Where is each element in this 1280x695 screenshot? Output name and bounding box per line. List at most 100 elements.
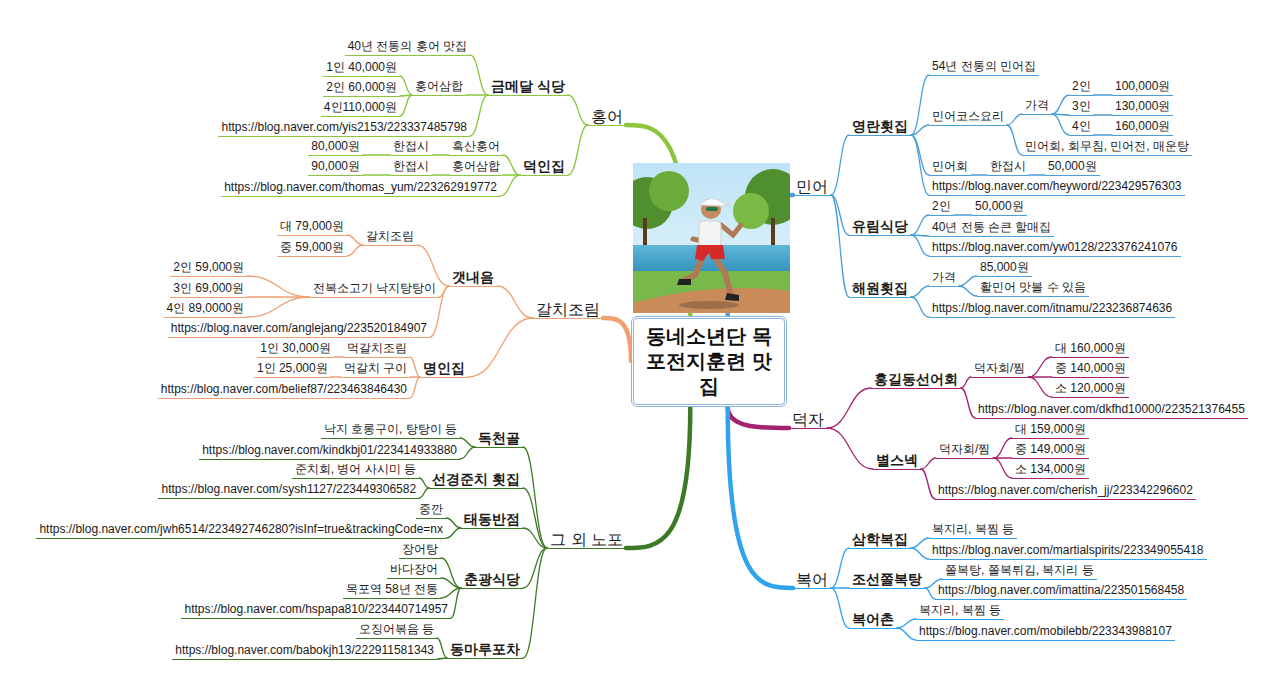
topic-node: 2인 — [929, 199, 954, 216]
branch-line — [831, 135, 849, 195]
branch-node: 복어 — [793, 572, 831, 589]
branch-line — [523, 528, 547, 548]
topic-node: 가격 — [929, 270, 959, 287]
topic-text: 소 134,000원 — [1015, 462, 1086, 476]
topic-node: 소 120,000원 — [1052, 381, 1129, 398]
topic-text: 장어탕 — [402, 542, 438, 556]
restaurant-node: 복어촌 — [849, 612, 897, 629]
topic-text: 민어회, 회무침, 민어전, 매운탕 — [1025, 139, 1189, 153]
topic-text: 홍길동선어회 — [874, 371, 958, 387]
restaurant-node: 유림식당 — [849, 219, 911, 236]
topic-node: 40년 전통 손큰 할매집 — [929, 220, 1054, 237]
topic-text: 중 149,000원 — [1015, 442, 1086, 456]
topic-text: https://blog.naver.com/cherish_jj/223342… — [938, 483, 1193, 497]
topic-node: 1인 25,000원 — [254, 361, 331, 378]
branch-line — [419, 478, 429, 488]
topic-node: 덕자회/찜 — [936, 442, 993, 459]
topic-node: 중깐 — [416, 502, 446, 519]
branch-line — [1094, 134, 1112, 135]
topic-text: https://blog.naver.com/martialspirits/22… — [932, 543, 1204, 557]
topic-node: 갈치조림 — [363, 229, 417, 246]
topic-text: https://blog.naver.com/jwh6514/223492746… — [39, 522, 443, 536]
branch-line — [334, 356, 344, 357]
topic-text: 선경준치 횟집 — [432, 471, 520, 487]
branch-line — [460, 438, 475, 447]
topic-text: 90,000원 — [311, 159, 360, 173]
topic-node: https://blog.naver.com/cherish_jj/223342… — [935, 483, 1196, 500]
branch-line — [911, 286, 929, 297]
branch-line — [410, 357, 420, 377]
branch-line — [460, 447, 475, 459]
topic-node: 40년 전통의 홍어 맛집 — [345, 39, 470, 56]
branch-line — [400, 95, 412, 116]
topic-text: 준치회, 병어 사시미 등 — [295, 462, 416, 476]
topic-node: 1인 30,000원 — [257, 341, 334, 358]
topic-text: https://blog.naver.com/itnamu/2232368746… — [932, 301, 1172, 315]
topic-text: 대 160,000원 — [1055, 341, 1126, 355]
branch-line — [1052, 95, 1069, 114]
topic-node: 대 79,000원 — [277, 219, 347, 236]
branch-line — [470, 95, 488, 136]
topic-text: 쫄복탕, 쫄복튀김, 복지리 등 — [945, 563, 1094, 577]
topic-text: https://blog.naver.com/thomas_yum/223262… — [224, 180, 497, 194]
topic-text: 홍어 — [591, 108, 623, 125]
branch-line — [419, 488, 429, 498]
topic-text: 54년 전통의 민어집 — [932, 59, 1036, 73]
branch-line — [347, 235, 363, 245]
topic-node: 54년 전통의 민어집 — [929, 59, 1039, 76]
restaurant-node: 춘광식당 — [461, 572, 523, 589]
topic-text: 100,000원 — [1115, 79, 1170, 93]
topic-text: https://blog.naver.com/yis2153/223337485… — [221, 120, 467, 134]
topic-text: 130,000원 — [1115, 99, 1170, 113]
restaurant-node: 해원횟집 — [849, 281, 911, 298]
topic-text: 삼학복집 — [852, 531, 908, 547]
topic-text: 갈치조림 — [536, 301, 600, 318]
topic-text: 독천골 — [478, 430, 520, 446]
branch-line — [911, 235, 929, 256]
topic-text: 중깐 — [419, 502, 443, 516]
topic-node: 쫄복탕, 쫄복튀김, 복지리 등 — [942, 563, 1097, 580]
branch-line — [911, 548, 929, 559]
topic-text: 40년 전통의 홍어 맛집 — [348, 39, 467, 53]
topic-text: https://blog.naver.com/hspapa810/2234407… — [184, 602, 448, 616]
branch-line — [432, 154, 449, 155]
topic-text: https://blog.naver.com/imattina/22350156… — [938, 583, 1184, 597]
topic-node: https://blog.naver.com/sysh1127/22344930… — [158, 482, 419, 499]
topic-text: 복어촌 — [852, 611, 894, 627]
restaurant-node: 독천골 — [475, 431, 523, 448]
topic-text: 낙지 호롱구이, 탕탕이 등 — [324, 422, 457, 436]
branch-line — [1052, 114, 1069, 135]
topic-text: 해원횟집 — [852, 280, 908, 296]
topic-text: 2인 — [932, 199, 951, 213]
topic-node: 덕자회/찜 — [971, 361, 1028, 378]
topic-node: https://blog.naver.com/belief87/22346384… — [158, 382, 410, 399]
branch-line — [363, 174, 390, 175]
topic-node: 90,000원 — [308, 159, 363, 176]
topic-text: 덕자 — [792, 411, 824, 428]
topic-text: 중 59,000원 — [280, 240, 344, 254]
branch-node: 덕자 — [789, 412, 827, 429]
topic-node: https://blog.naver.com/martialspirits/22… — [929, 543, 1207, 560]
branch-line — [831, 587, 849, 588]
topic-node: 130,000원 — [1112, 99, 1173, 116]
branch-node: 민어 — [793, 179, 831, 196]
topic-text: 춘광식당 — [464, 571, 520, 587]
topic-text: 80,000원 — [311, 139, 360, 153]
topic-node: 대 159,000원 — [1012, 422, 1089, 439]
topic-node: 전복소고기 낙지탕탕이 — [310, 281, 439, 298]
topic-text: 유림식당 — [852, 218, 908, 234]
topic-text: 동마루포차 — [450, 641, 520, 657]
branch-line — [897, 619, 916, 628]
main-branch — [626, 407, 690, 549]
topic-node: 홍어삼합 — [449, 159, 503, 176]
topic-text: 중 140,000원 — [1055, 361, 1126, 375]
restaurant-node: 영란횟집 — [849, 119, 911, 136]
topic-text: 85,000원 — [980, 260, 1029, 274]
restaurant-node: 동마루포차 — [447, 642, 523, 659]
topic-text: 흑산홍어 — [452, 139, 500, 153]
branch-line — [1007, 125, 1022, 155]
topic-text: 4인 89,0000원 — [167, 301, 244, 315]
topic-text: https://blog.naver.com/sysh1127/22344930… — [161, 482, 416, 496]
branch-line — [500, 175, 520, 196]
topic-text: 민어코스요리 — [932, 109, 1004, 123]
